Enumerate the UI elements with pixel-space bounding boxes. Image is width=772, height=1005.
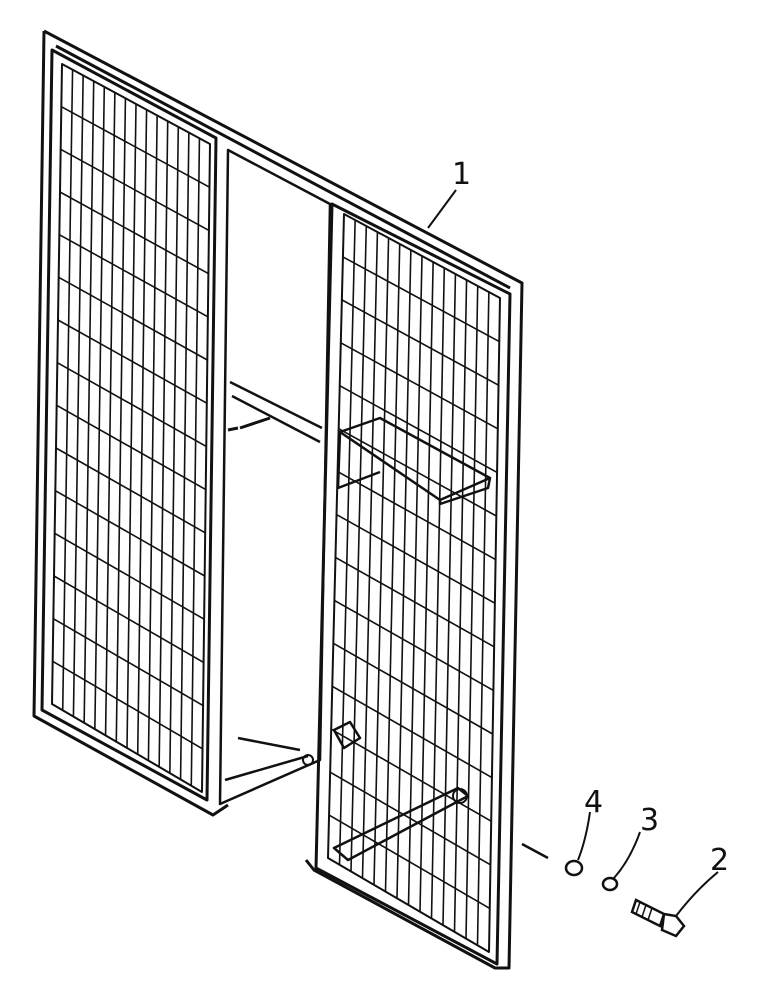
center-rear-brace [227, 416, 271, 432]
washer-3 [601, 876, 619, 892]
leader-4 [577, 811, 591, 861]
mesh-wire-horizontal [57, 319, 208, 404]
mesh-wire-vertical [476, 291, 490, 946]
mesh-wire-vertical [384, 243, 401, 892]
mesh-wire-horizontal [53, 575, 205, 664]
mesh-wire-horizontal [340, 342, 499, 430]
leader-3 [613, 831, 641, 879]
mesh-wire-vertical [115, 98, 127, 742]
mesh-wire-horizontal [60, 148, 210, 232]
center-opening [218, 148, 332, 806]
mesh-wire-horizontal [339, 385, 498, 474]
mesh-wire-vertical [338, 219, 356, 865]
leader-1 [427, 189, 457, 229]
mesh-wire-horizontal [58, 233, 209, 318]
callout-3: 3 [640, 803, 659, 838]
right-panel-mesh [328, 219, 500, 946]
mesh-wire-vertical [373, 237, 390, 885]
mesh-wire-horizontal [54, 489, 206, 577]
mesh-wire-horizontal [335, 556, 495, 648]
mesh-wire-vertical [442, 273, 457, 926]
mesh-wire-horizontal [341, 299, 499, 386]
right-panel-inner-border [327, 213, 501, 953]
mesh-wire-horizontal [328, 814, 491, 910]
mesh-wire-horizontal [54, 532, 205, 620]
mesh-wire-horizontal [337, 470, 496, 561]
mesh-wire-vertical [104, 92, 116, 736]
mesh-wire-vertical [465, 285, 479, 939]
mesh-wire-vertical [179, 132, 190, 780]
mesh-wire-vertical [350, 225, 368, 872]
mesh-wire-horizontal [52, 617, 204, 707]
mesh-wire-vertical [407, 255, 423, 906]
leader-2 [675, 871, 719, 917]
center-crossbar [224, 380, 323, 782]
left-panel-border [40, 48, 218, 802]
mesh-wire-horizontal [55, 447, 206, 534]
left-panel-mesh [52, 69, 210, 786]
mesh-wire-vertical [419, 261, 434, 912]
mesh-wire-horizontal [338, 427, 497, 517]
mesh-wire-vertical [430, 267, 446, 919]
mesh-wire-horizontal [329, 771, 491, 866]
callout-2: 2 [710, 843, 729, 878]
frame-inner-rail [55, 44, 511, 290]
mesh-wire-horizontal [332, 642, 494, 735]
callout-1: 1 [452, 157, 471, 192]
mesh-wire-vertical [396, 249, 412, 899]
mesh-wire-vertical [61, 69, 74, 711]
bolt-thread [635, 901, 653, 921]
mesh-wire-vertical [453, 279, 468, 932]
washer-4 [564, 859, 584, 877]
hinge-block [332, 720, 362, 750]
mesh-wire-horizontal [58, 276, 208, 361]
mesh-wire-vertical [190, 138, 201, 786]
mesh-wire-vertical [126, 103, 137, 749]
mesh-wire-vertical [158, 121, 169, 767]
mesh-wire-vertical [72, 75, 84, 717]
mesh-wire-horizontal [60, 105, 210, 188]
bolt-2 [630, 898, 686, 938]
mesh-wire-horizontal [59, 191, 209, 275]
callout-4: 4 [584, 785, 603, 820]
mesh-wire-horizontal [334, 599, 494, 692]
frame-outer-outline [32, 29, 524, 970]
mesh-wire-vertical [136, 109, 148, 755]
mesh-wire-horizontal [331, 685, 493, 779]
mesh-wire-horizontal [330, 728, 492, 822]
mesh-wire-horizontal [56, 404, 207, 491]
mesh-wire-horizontal [336, 513, 496, 604]
mesh-wire-horizontal [342, 256, 500, 343]
mesh-wire-vertical [83, 81, 95, 723]
mesh-wire-vertical [361, 231, 379, 879]
main-frame [32, 29, 524, 970]
mesh-wire-vertical [169, 126, 180, 774]
right-panel-border [314, 202, 512, 966]
mesh-wire-vertical [147, 115, 158, 761]
leader-lines [427, 189, 719, 917]
lower-brace [332, 786, 470, 862]
hinge-pin [302, 754, 314, 766]
mesh-wire-horizontal [52, 660, 203, 750]
assembly-axis-line [521, 842, 549, 860]
mesh-wire-vertical [94, 86, 106, 730]
mesh-wire-horizontal [56, 361, 207, 448]
fasteners [521, 842, 686, 938]
